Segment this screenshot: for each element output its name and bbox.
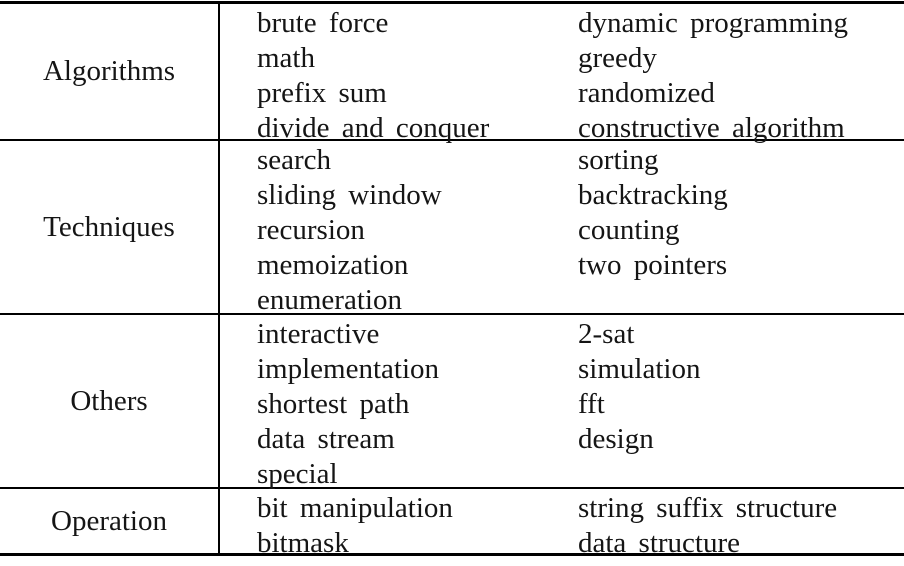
tag-text: brute force: [257, 7, 389, 39]
tag-text: data stream: [257, 423, 395, 455]
tag-text: bitmask: [257, 527, 349, 559]
tag-text: two pointers: [578, 249, 728, 281]
category-label: Techniques: [43, 210, 175, 243]
category-label: Others: [70, 384, 148, 417]
category-cell-techniques: Techniques: [0, 141, 220, 313]
tags-column-secondary: string suffix structure data structure: [578, 489, 904, 559]
tag-text: data structure: [578, 527, 741, 559]
tags-column-primary: bit manipulation bitmask: [220, 489, 578, 559]
table-row-techniques: Techniques search sliding window recursi…: [0, 141, 904, 316]
tag-text: interactive: [257, 318, 380, 350]
tag-text: bit manipulation: [257, 492, 453, 524]
table-row-algorithms: Algorithms brute force math prefix sum d…: [0, 4, 904, 144]
tag-text: sliding window: [257, 179, 442, 211]
tags-column-primary: search sliding window recursion memoizat…: [220, 141, 578, 316]
tag-text: 2-sat: [578, 318, 635, 350]
tag-text: special: [257, 458, 338, 490]
tag-text: recursion: [257, 214, 365, 246]
tag-text: search: [257, 144, 332, 176]
tag-text: backtracking: [578, 179, 728, 211]
category-cell-algorithms: Algorithms: [0, 4, 220, 139]
tag-text: dynamic programming: [578, 7, 848, 39]
category-label: Operation: [51, 504, 167, 537]
tag-text: divide and conquer: [257, 112, 490, 144]
tag-text: greedy: [578, 42, 657, 74]
tag-text: simulation: [578, 353, 701, 385]
tag-text: memoization: [257, 249, 409, 281]
tags-column-secondary: sorting backtracking counting two pointe…: [578, 141, 904, 313]
tags-column-primary: brute force math prefix sum divide and c…: [220, 4, 578, 144]
tag-text: shortest path: [257, 388, 410, 420]
tag-text: implementation: [257, 353, 440, 385]
tags-column-primary: interactive implementation shortest path…: [220, 315, 578, 490]
tags-column-secondary: dynamic programming greedy randomized co…: [578, 4, 904, 144]
category-cell-others: Others: [0, 315, 220, 487]
category-cell-operation: Operation: [0, 489, 220, 553]
tag-text: randomized: [578, 77, 715, 109]
tag-text: sorting: [578, 144, 659, 176]
tag-text: constructive algorithm: [578, 112, 845, 144]
tag-text: prefix sum: [257, 77, 387, 109]
tag-text: string suffix structure: [578, 492, 838, 524]
table-row-others: Others interactive implementation shorte…: [0, 315, 904, 490]
tag-text: counting: [578, 214, 680, 246]
tag-text: fft: [578, 388, 605, 420]
tag-text: enumeration: [257, 284, 402, 316]
category-label: Algorithms: [42, 55, 176, 87]
table-row-operation: Operation bit manipulation bitmask strin…: [0, 489, 904, 559]
tag-text: math: [257, 42, 315, 74]
tags-column-secondary: 2-sat simulation fft design: [578, 315, 904, 487]
tag-text: design: [578, 423, 654, 455]
